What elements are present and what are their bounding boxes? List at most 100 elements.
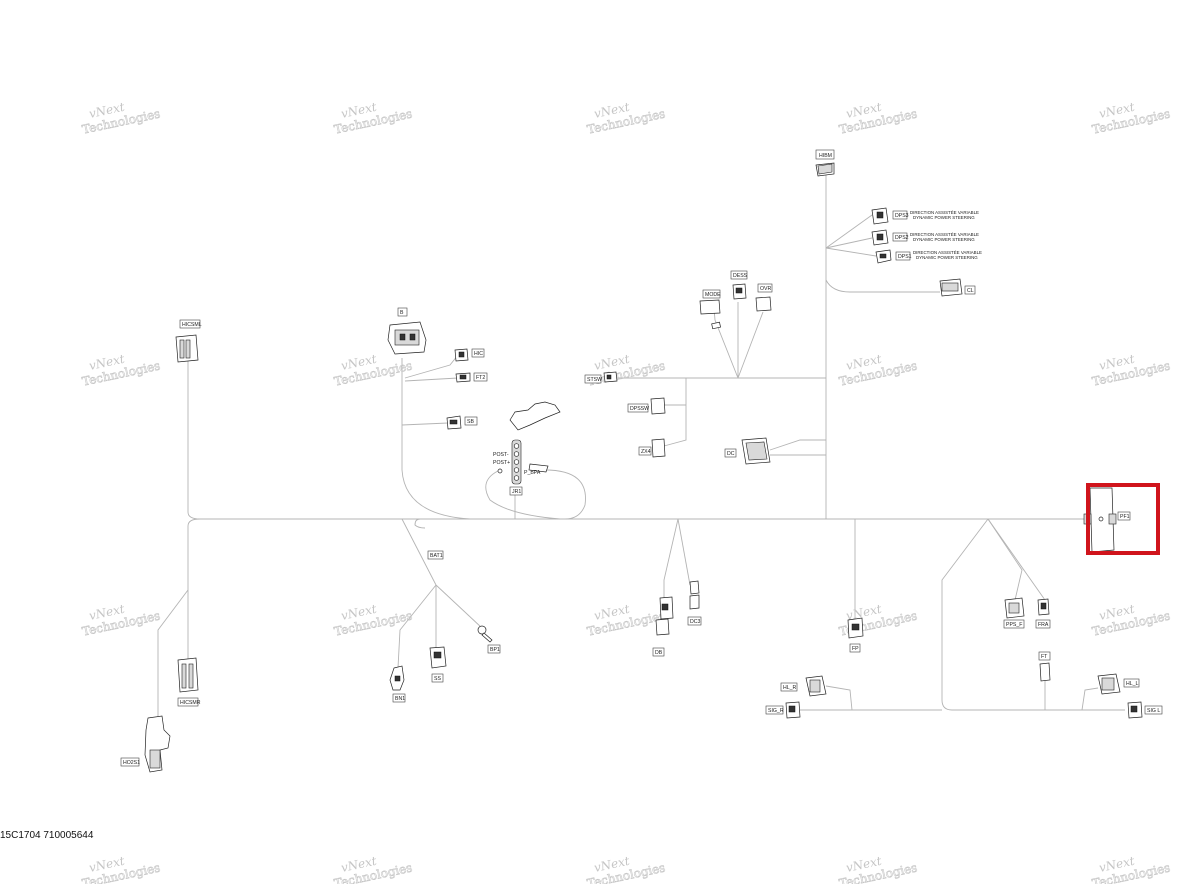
svg-text:SIG L: SIG L (1147, 708, 1160, 714)
connector-b[interactable]: B (387, 307, 427, 355)
svg-text:FT: FT (1041, 654, 1048, 660)
connector-hicsmr[interactable]: HICSMR (177, 657, 201, 707)
watermark: vNext Technologies (838, 602, 919, 639)
svg-text:OVR: OVR (760, 286, 771, 292)
svg-text:HICSML: HICSML (182, 322, 202, 328)
watermark: vNext Technologies (586, 854, 667, 884)
svg-text:SB: SB (467, 419, 474, 425)
connector-dps1[interactable]: DPS1 DIRECTION ASSISTÉE VARIABLE DYNAMIC… (875, 249, 982, 264)
connector-ho2s1[interactable]: HO2S1 (120, 715, 171, 773)
svg-text:FP: FP (852, 646, 859, 652)
connector-fra[interactable]: FRA (1035, 598, 1051, 629)
connector-sig-l[interactable]: SIG L (1127, 701, 1163, 719)
watermark: vNext Technologies (838, 100, 919, 137)
connector-ss[interactable]: SS (429, 646, 447, 683)
harness-wires (157, 175, 1125, 718)
svg-text:HICSMR: HICSMR (180, 700, 201, 706)
watermark: vNext Technologies (333, 100, 414, 137)
svg-text:FT2: FT2 (476, 375, 485, 381)
connector-dess[interactable]: DESS (730, 270, 748, 300)
svg-text:P_BPA: P_BPA (524, 470, 541, 476)
svg-text:HL_R: HL_R (783, 685, 797, 691)
connector-jr1[interactable]: POST- POST+ P_BPA JR1 (493, 401, 561, 496)
svg-text:PF1: PF1 (1120, 514, 1130, 520)
svg-text:DC: DC (727, 451, 735, 457)
watermark: vNext Technologies (586, 602, 667, 639)
watermark: vNext Technologies (81, 100, 162, 137)
watermark: vNext Technologies (1091, 100, 1172, 137)
connector-dc3[interactable]: DC3 (687, 580, 702, 626)
connector-stsw[interactable]: STSW (584, 371, 618, 384)
svg-text:DIRECTION ASSISTÉE VARIABLE: DIRECTION ASSISTÉE VARIABLE (910, 210, 979, 215)
svg-text:HIBM: HIBM (819, 153, 832, 159)
connector-mode[interactable]: MODE (699, 289, 721, 330)
connector-dps3[interactable]: DPS3 DIRECTION ASSISTÉE VARIABLE DYNAMIC… (871, 207, 979, 225)
connector-dpssw[interactable]: DPSSW (627, 397, 666, 415)
svg-text:HIC: HIC (474, 351, 483, 357)
connector-zx4[interactable]: ZX4 (638, 438, 666, 458)
connector-hl-l[interactable]: HL_L (1097, 673, 1140, 695)
svg-text:DESS: DESS (733, 273, 748, 279)
diagram-part-number: 710005644 (43, 830, 94, 841)
watermark: vNext Technologies (586, 100, 667, 137)
svg-text:FRA: FRA (1038, 622, 1049, 628)
connector-ft2[interactable]: FT2 (455, 372, 488, 383)
svg-text:POST+: POST+ (493, 460, 510, 466)
connector-pps-f[interactable]: PPS_F (1003, 597, 1025, 629)
watermark: vNext Technologies (81, 352, 162, 389)
watermark: vNext Technologies (333, 602, 414, 639)
svg-text:SIG_R: SIG_R (768, 708, 784, 714)
watermark: vNext Technologies (1091, 854, 1172, 884)
svg-text:DB: DB (655, 650, 663, 656)
connector-bat1[interactable]: BAT1 (427, 550, 444, 560)
svg-text:BN1: BN1 (395, 696, 405, 702)
connector-ovr[interactable]: OVR (755, 283, 773, 312)
connector-dps2[interactable]: DPS2 DIRECTION ASSISTÉE VARIABLE DYNAMIC… (871, 229, 979, 246)
watermark: vNext Technologies (1091, 352, 1172, 389)
connector-pf1[interactable]: PF1 (1083, 487, 1131, 553)
svg-text:DIRECTION ASSISTÉE VARIABLE: DIRECTION ASSISTÉE VARIABLE (910, 232, 979, 237)
watermark: vNext Technologies (838, 352, 919, 389)
svg-text:STSW: STSW (587, 377, 602, 383)
connector-bp1[interactable]: BP1 (477, 625, 501, 654)
svg-text:DYNAMIC POWER STEERING: DYNAMIC POWER STEERING (916, 255, 978, 260)
svg-text:DC3: DC3 (690, 619, 700, 625)
svg-text:DPS1: DPS1 (898, 254, 912, 260)
connector-ft[interactable]: FT (1038, 651, 1051, 682)
diagram-reference: 15C1704 710005644 (0, 830, 93, 841)
watermark: vNext Technologies (333, 854, 414, 884)
svg-text:DIRECTION ASSISTÉE VARIABLE: DIRECTION ASSISTÉE VARIABLE (913, 250, 982, 255)
svg-text:PPS_F: PPS_F (1006, 622, 1022, 628)
watermark: vNext Technologies (81, 854, 162, 884)
connector-fp[interactable]: FP (847, 617, 864, 653)
connector-hicsml[interactable]: HICSML (175, 319, 202, 363)
connector-hibm[interactable]: HIBM (815, 149, 835, 177)
svg-text:JR1: JR1 (512, 489, 521, 495)
connector-sb[interactable]: SB (446, 415, 478, 430)
svg-text:BP1: BP1 (490, 647, 500, 653)
connector-db[interactable]: DB (652, 596, 674, 657)
svg-text:POST-: POST- (493, 452, 509, 458)
svg-text:B: B (400, 310, 404, 316)
svg-text:HL_L: HL_L (1126, 681, 1139, 687)
svg-text:MODE: MODE (705, 292, 721, 298)
svg-text:SS: SS (434, 676, 441, 682)
connector-sig-r[interactable]: SIG_R (765, 701, 801, 719)
watermark-grid: vNext Technologies vNext Technologies vN… (81, 100, 1172, 884)
watermark: vNext Technologies (1091, 602, 1172, 639)
diagram-code: 15C1704 (0, 830, 41, 841)
svg-text:HO2S1: HO2S1 (123, 760, 140, 766)
svg-text:CL: CL (967, 288, 974, 294)
connector-dc[interactable]: DC (724, 437, 771, 465)
connector-hl-r[interactable]: HL_R (780, 675, 827, 697)
svg-text:DYNAMIC POWER STEERING: DYNAMIC POWER STEERING (913, 215, 975, 220)
svg-text:ZX4: ZX4 (641, 449, 651, 455)
connector-cl[interactable]: CL (939, 278, 976, 297)
svg-text:BAT1: BAT1 (430, 553, 443, 559)
svg-text:DYNAMIC POWER STEERING: DYNAMIC POWER STEERING (913, 237, 975, 242)
connector-hic[interactable]: HIC (454, 348, 485, 362)
svg-text:DPS2: DPS2 (895, 235, 909, 241)
watermark: vNext Technologies (81, 602, 162, 639)
connector-bn1[interactable]: BN1 (389, 665, 406, 703)
